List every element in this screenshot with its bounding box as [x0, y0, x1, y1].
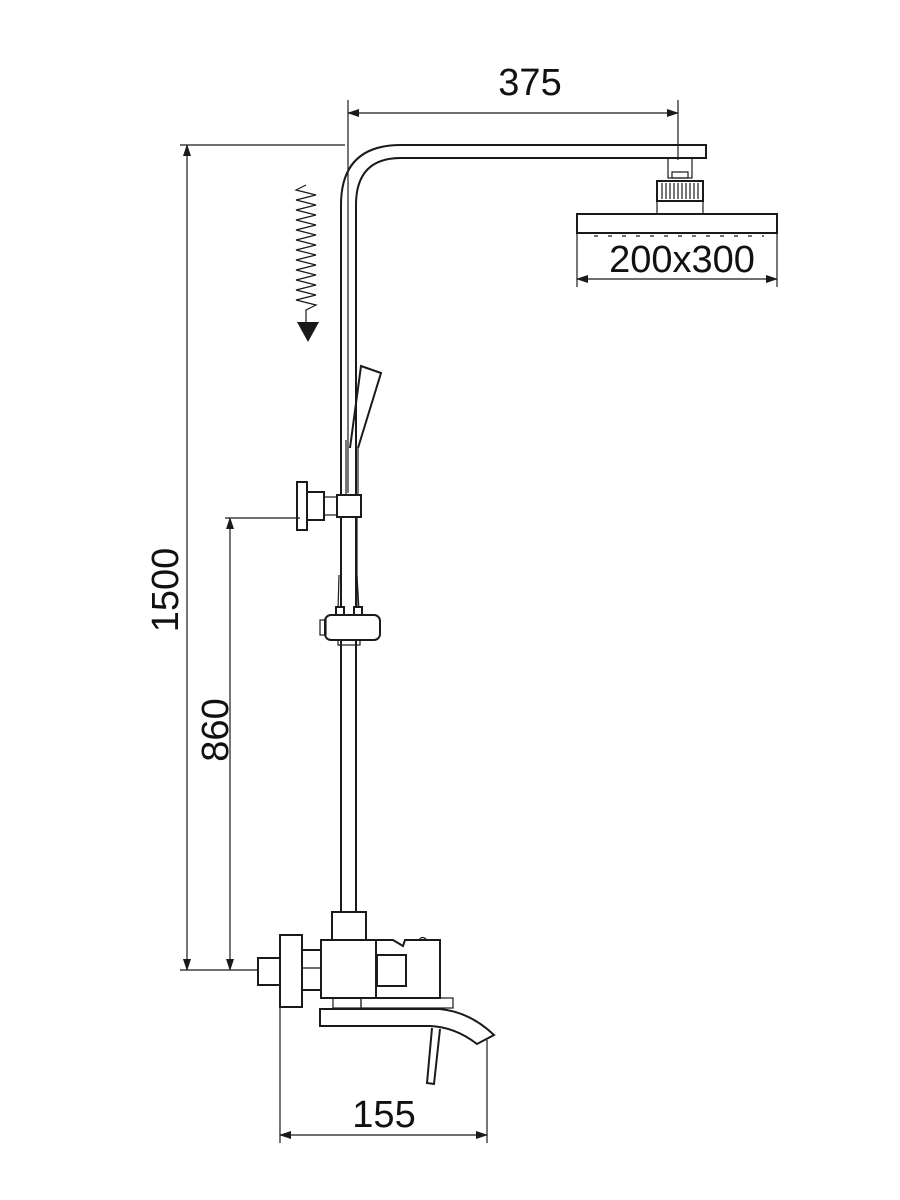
dimension-outlet-height: 860: [195, 517, 300, 971]
slide-holder: [319, 606, 381, 646]
dimension-label-860: 860: [195, 698, 237, 761]
water-flow-arrow-icon: [294, 184, 319, 342]
dimension-label-155: 155: [352, 1094, 415, 1136]
dimension-total-height: 1500: [145, 144, 345, 971]
shower-head: 200x300: [576, 157, 778, 287]
dimension-label-head-size: 200x300: [609, 239, 755, 281]
spout: [319, 1008, 496, 1086]
dimension-label-375: 375: [498, 62, 561, 104]
dimension-arm-length: 375: [347, 62, 679, 205]
mixer-valve: [257, 911, 454, 1009]
hand-shower: [345, 205, 383, 495]
shower-arm: [340, 144, 707, 915]
dimension-spout-projection: 155: [279, 1007, 488, 1143]
dimension-label-1500: 1500: [145, 548, 187, 633]
wall-bracket: [296, 481, 362, 612]
